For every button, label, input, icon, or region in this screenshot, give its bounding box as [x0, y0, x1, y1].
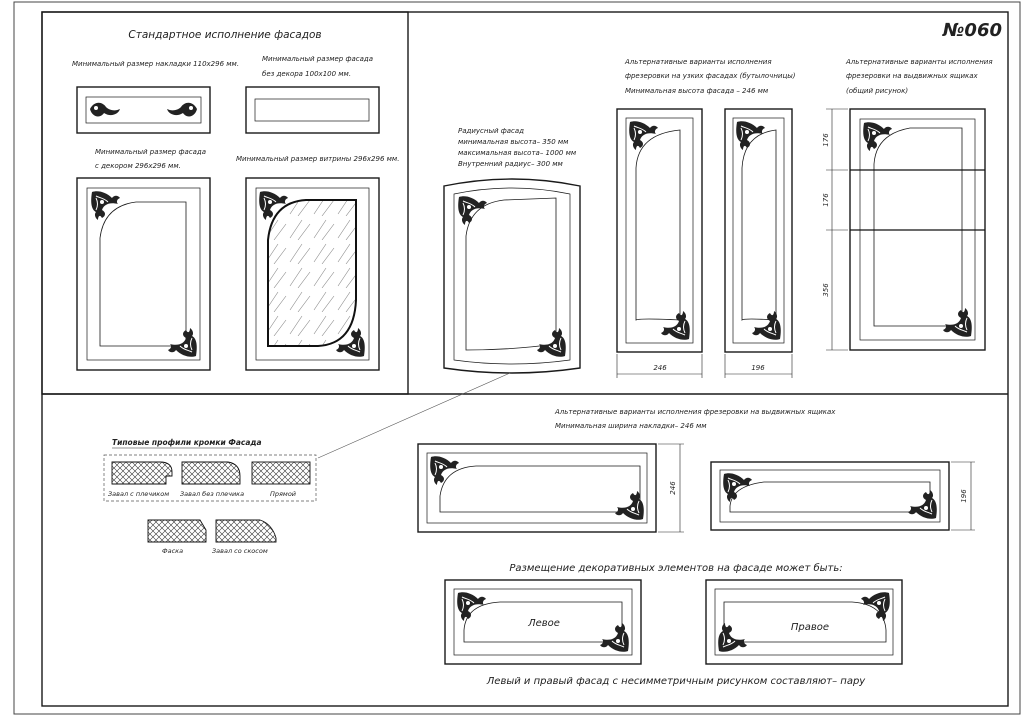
- profile-shoulder: [111, 461, 173, 485]
- profiles-group-box: [103, 454, 317, 502]
- drawer-alt-246: [417, 443, 657, 533]
- radius-line3: максимальная высота– 1000 мм: [458, 149, 577, 157]
- decor-label-line1: Минимальный размер фасада: [95, 148, 206, 156]
- narrow-line2: фрезеровки на узких фасадах (бутылочницы…: [625, 72, 796, 80]
- showcase-label: Минимальный размер витрины 296х296 мм.: [236, 155, 399, 163]
- dim-width-246: 246: [653, 364, 667, 372]
- drawer-alt-196-dim: [951, 461, 975, 531]
- profiles-title: Типовые профили кромки Фасада: [112, 438, 262, 447]
- decor-label-line2: с декором 296х296 мм.: [95, 162, 181, 170]
- profile-label-4: Фаска: [162, 547, 183, 555]
- profile-label-5: Завал со скосом: [212, 547, 268, 555]
- radius-line1: Радиусный фасад: [458, 127, 524, 135]
- profile-label-2: Завал без плечика: [180, 490, 244, 498]
- dim-width-196: 196: [751, 364, 765, 372]
- standard-title: Стандартное исполнение фасадов: [128, 29, 321, 41]
- profile-bevel-slope: [215, 519, 277, 543]
- drawer-dimensions: [826, 108, 848, 351]
- drawer-alt-dim-246: 246: [669, 481, 677, 495]
- narrow-facade-246: [616, 108, 703, 353]
- profile-straight: [251, 461, 311, 485]
- dim-height-176b: 176: [822, 193, 830, 207]
- dim-height-356: 356: [822, 283, 830, 297]
- no-decor-label-line2: без декора 100х100 мм.: [262, 70, 351, 78]
- facade-no-decor: [245, 86, 380, 134]
- placement-footer: Левый и правый фасад с несимметричным ри…: [486, 676, 867, 687]
- sheet-number: №060: [942, 20, 1002, 41]
- drawers-line1: Альтернативные варианты исполнения: [845, 58, 993, 66]
- drawer-alt-line2: Минимальная ширина накладки– 246 мм: [555, 422, 707, 430]
- profile-label-3: Прямой: [270, 490, 296, 498]
- drawer-alt-246-dim: [658, 443, 684, 533]
- placement-right: [705, 579, 903, 665]
- profile-no-shoulder: [181, 461, 241, 485]
- drawer-alt-line1: Альтернативные варианты исполнения фрезе…: [554, 408, 836, 416]
- placement-left-label: Левое: [527, 618, 560, 629]
- narrow-facade-196: [724, 108, 793, 353]
- radius-line4: Внутренний радиус– 300 мм: [458, 160, 564, 168]
- drawers-line3: (общий рисунок): [846, 87, 908, 95]
- narrow-dimensions: [616, 354, 793, 378]
- drawer-stack: [849, 108, 986, 351]
- sheet-border: [13, 1, 1021, 715]
- overlay-panel: [76, 86, 211, 134]
- overlay-min-label: Минимальный размер накладки 110х296 мм.: [72, 60, 239, 68]
- narrow-line1: Альтернативные варианты исполнения: [624, 58, 772, 66]
- no-decor-label-line1: Минимальный размер фасада: [262, 55, 373, 63]
- showcase-facade: [245, 177, 380, 371]
- drawer-alt-196: [710, 461, 950, 531]
- placement-title: Размещение декоративных элементов на фас…: [509, 562, 842, 574]
- dim-height-176a: 176: [822, 133, 830, 147]
- placement-left: [444, 579, 642, 665]
- profile-label-1: Завал с плечиком: [108, 490, 169, 498]
- radius-line2: минимальная высота– 350 мм: [458, 138, 569, 146]
- leader-line: [317, 372, 511, 459]
- placement-right-label: Правое: [791, 622, 829, 633]
- drawers-line2: фрезеровки на выдвижных ящиках: [846, 72, 979, 80]
- profile-chamfer: [147, 519, 207, 543]
- radius-facade: [443, 178, 581, 374]
- facade-with-decor: [76, 177, 211, 371]
- drawer-alt-dim-196: 196: [960, 489, 968, 503]
- narrow-line3: Минимальная высота фасада – 246 мм: [625, 87, 769, 95]
